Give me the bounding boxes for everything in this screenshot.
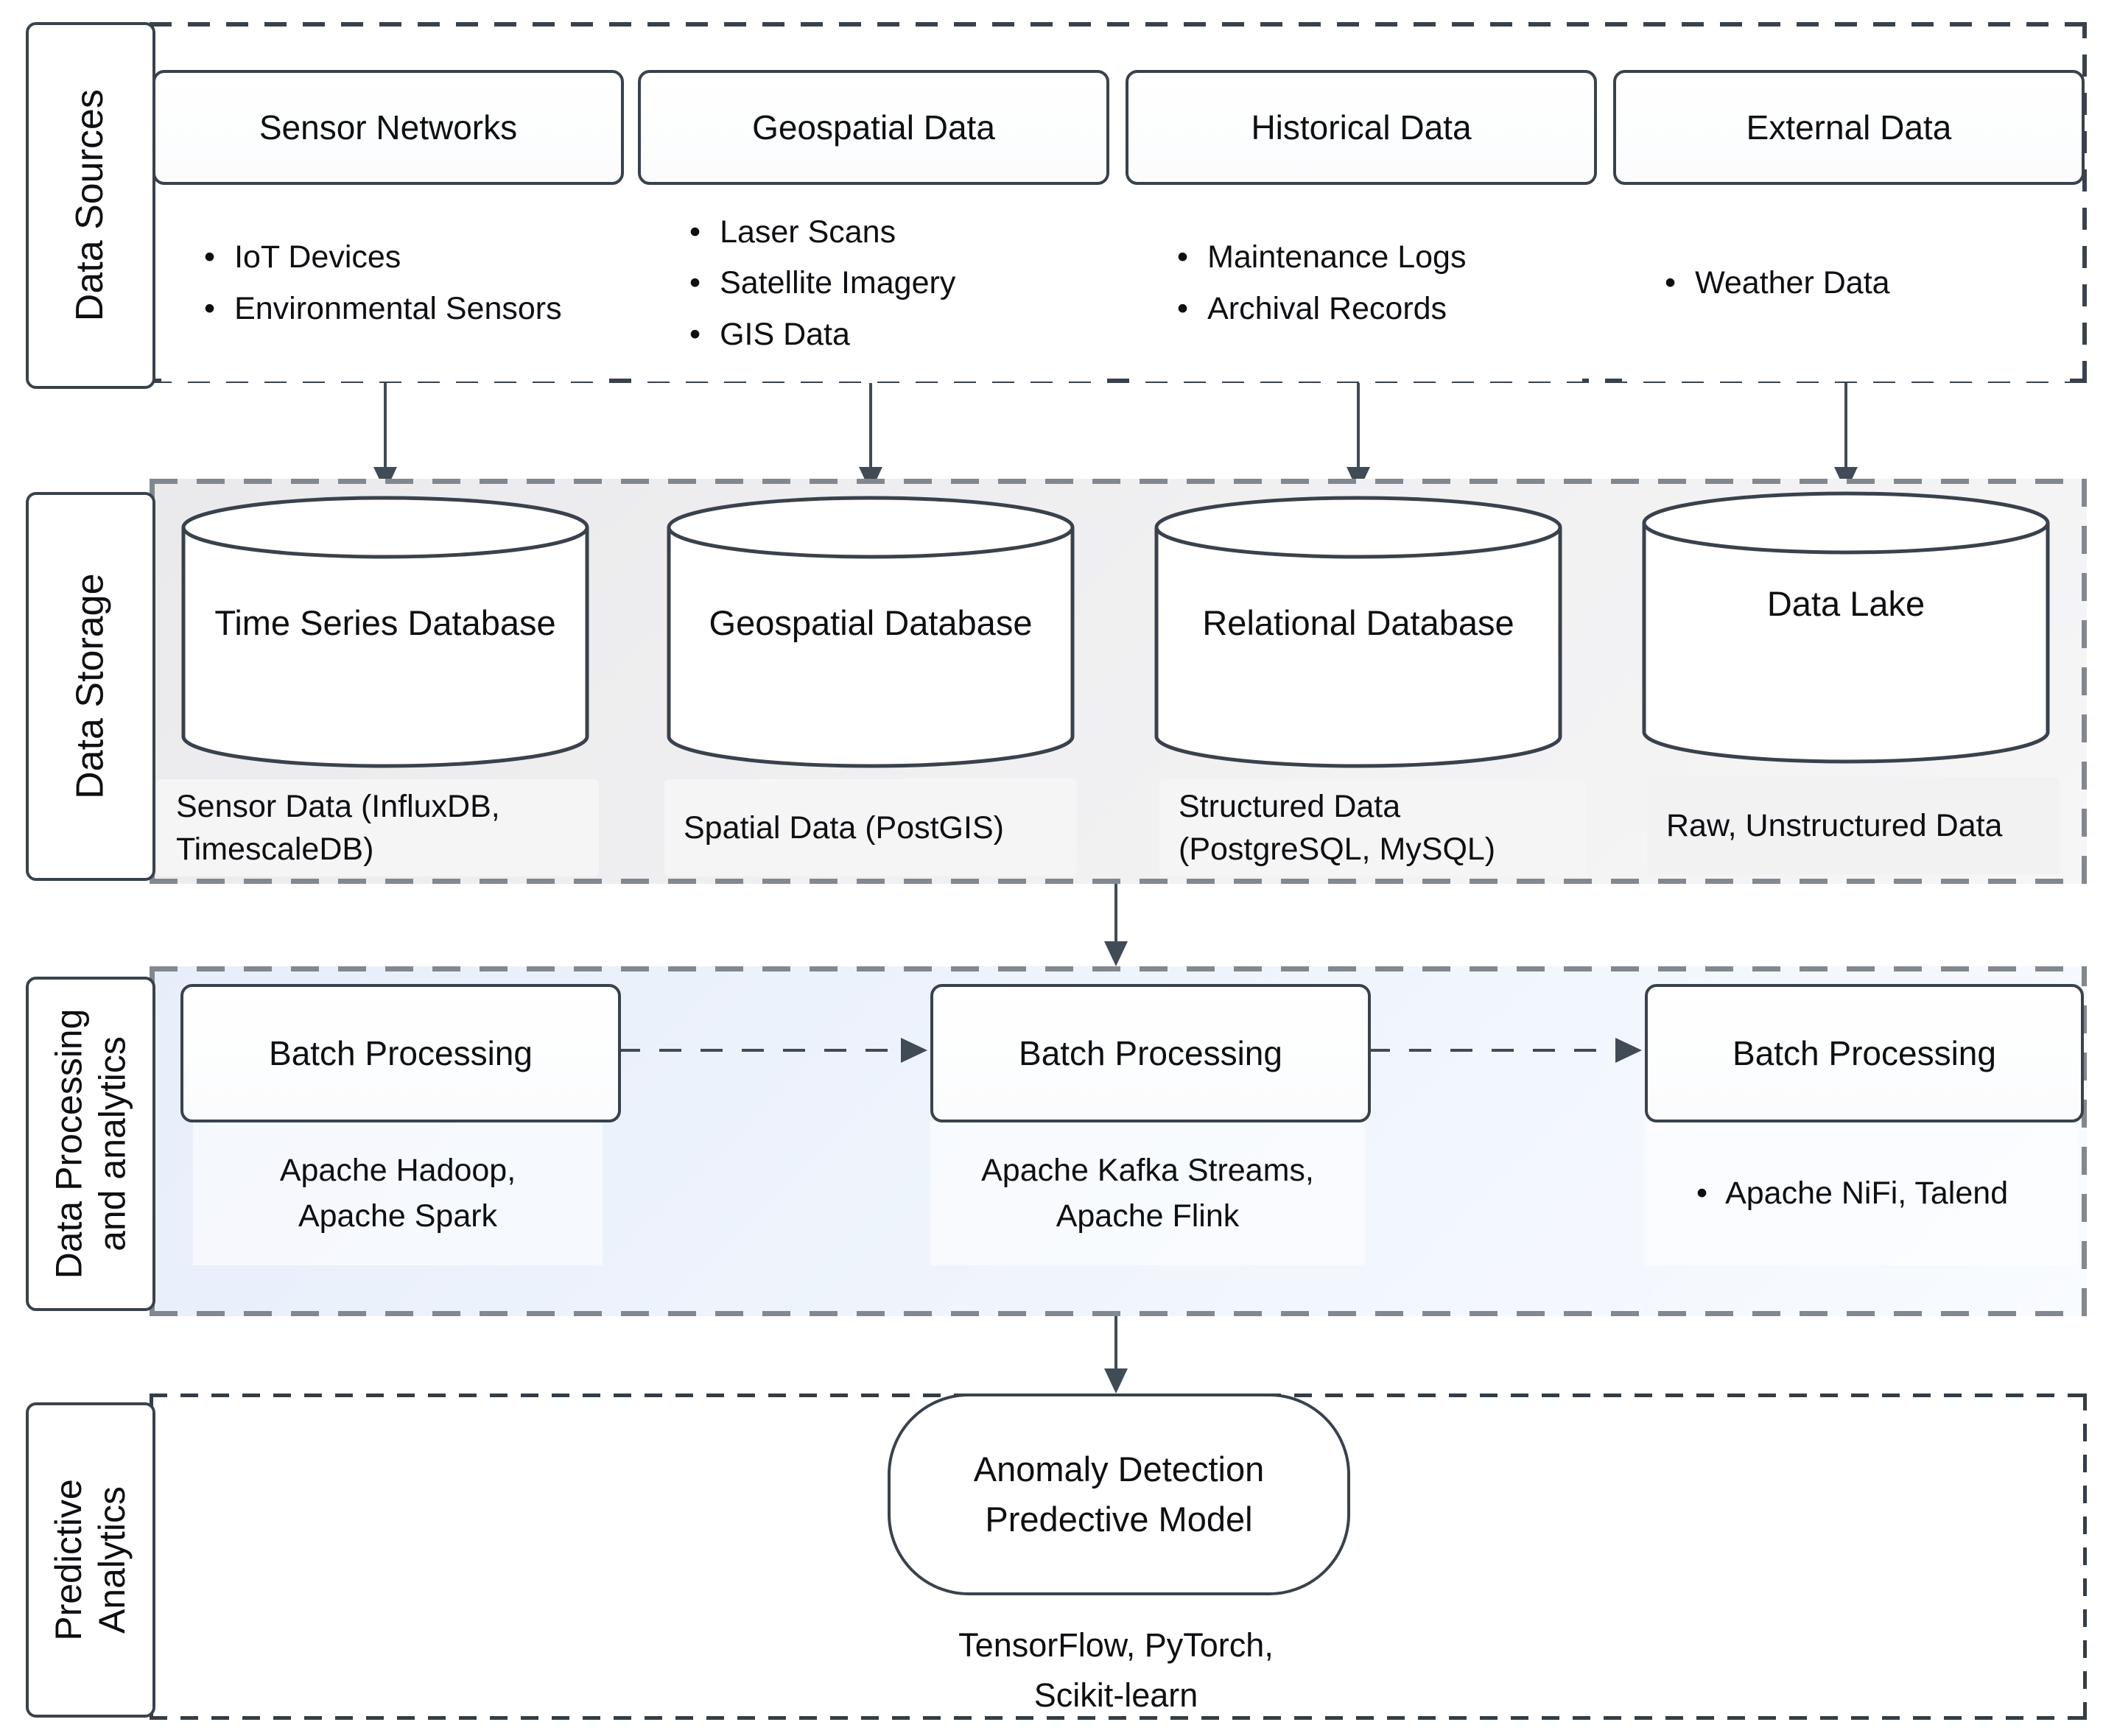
tool-line: Apache NiFi, Talend bbox=[1696, 1170, 2008, 1216]
processing-header-label: Batch Processing bbox=[1732, 1034, 1996, 1072]
arrow-shaft bbox=[618, 1049, 901, 1052]
processing-tools-batch-3: Apache NiFi, Talend bbox=[1645, 1121, 2078, 1265]
arrow-batch1-to-batch2 bbox=[618, 1037, 927, 1064]
store-caption-time-series: Sensor Data (InfluxDB, TimescaleDB) bbox=[157, 779, 599, 876]
row-label-text: Data Storage bbox=[68, 574, 113, 799]
processing-header-batch-1: Batch Processing bbox=[180, 984, 621, 1122]
processing-tools-batch-2: Apache Kafka Streams, Apache Flink bbox=[930, 1121, 1365, 1265]
tool-line: Apache Flink bbox=[1056, 1198, 1240, 1234]
tool-line: Scikit-learn bbox=[1033, 1676, 1198, 1714]
row-label-text: Data Processing and analytics bbox=[47, 1009, 134, 1279]
database-cylinder-icon bbox=[181, 496, 589, 768]
source-list-historical-data: Maintenance Logs Archival Records bbox=[1134, 186, 1582, 382]
store-name: Geospatial Database bbox=[709, 603, 1033, 642]
arrow-shaft bbox=[384, 383, 387, 468]
source-header-label: External Data bbox=[1746, 108, 1952, 147]
store-caption-relational: Structured Data (PostgreSQL, MySQL) bbox=[1159, 779, 1587, 876]
database-cylinder-icon bbox=[1154, 496, 1562, 768]
predictive-tools-text: TensorFlow, PyTorch, Scikit-learn bbox=[895, 1620, 1337, 1720]
processing-header-batch-3: Batch Processing bbox=[1645, 984, 2084, 1122]
source-header-sensor-networks: Sensor Networks bbox=[152, 70, 624, 185]
store-caption-data-lake: Raw, Unstructured Data bbox=[1647, 777, 2060, 874]
list-item: GIS Data bbox=[689, 309, 1095, 361]
processing-header-batch-2: Batch Processing bbox=[930, 984, 1371, 1122]
list-item: Environmental Sensors bbox=[204, 284, 609, 335]
store-name: Data Lake bbox=[1766, 584, 1925, 623]
store-caption-text: Spatial Data (PostGIS) bbox=[684, 809, 1004, 846]
source-header-historical-data: Historical Data bbox=[1126, 70, 1597, 185]
arrow-batch2-to-batch3 bbox=[1368, 1037, 1642, 1064]
tool-line: Apache Kafka Streams, bbox=[981, 1152, 1314, 1188]
source-header-label: Sensor Networks bbox=[259, 108, 518, 147]
processing-tools-batch-1: Apache Hadoop, Apache Spark bbox=[193, 1121, 603, 1265]
list-item: Maintenance Logs bbox=[1177, 232, 1582, 284]
arrow-shaft bbox=[1114, 1316, 1117, 1370]
list-item: Archival Records bbox=[1177, 284, 1582, 335]
tool-line: TensorFlow, PyTorch, bbox=[958, 1626, 1274, 1664]
arrow-processing-to-predictive bbox=[1103, 1316, 1128, 1394]
row-label-data-storage: Data Storage bbox=[26, 492, 155, 881]
source-header-geospatial-data: Geospatial Data bbox=[638, 70, 1109, 185]
arrow-head-icon bbox=[901, 1038, 927, 1063]
row-label-line: Data Sources bbox=[69, 89, 112, 322]
arrow-shaft bbox=[1114, 884, 1117, 943]
row-label-line: and analytics bbox=[91, 1036, 133, 1251]
list-item: Weather Data bbox=[1665, 258, 2070, 309]
row-label-data-processing: Data Processing and analytics bbox=[26, 977, 155, 1311]
row-label-text: Predictive Analytics bbox=[47, 1479, 134, 1641]
store-name: Relational Database bbox=[1202, 603, 1514, 642]
row-label-line: Predictive bbox=[48, 1479, 89, 1641]
processing-header-label: Batch Processing bbox=[1019, 1034, 1282, 1072]
store-caption-text: Raw, Unstructured Data bbox=[1666, 807, 2003, 843]
processing-header-label: Batch Processing bbox=[269, 1034, 533, 1072]
tool-line: Apache Hadoop, bbox=[279, 1152, 516, 1188]
arrow-head-icon bbox=[1615, 1038, 1642, 1063]
row-label-text: Data Sources bbox=[68, 89, 113, 321]
database-cylinder-icon bbox=[667, 496, 1075, 768]
arrow-shaft bbox=[869, 383, 872, 468]
cylinder-data-lake: Data Lake bbox=[1640, 488, 2052, 767]
arrow-storage-to-processing bbox=[1103, 884, 1128, 966]
arrow-geospatial-to-geodb bbox=[858, 383, 883, 492]
arrow-external-to-datalake bbox=[1833, 383, 1858, 492]
source-list-geospatial-data: Laser Scans Satellite Imagery GIS Data bbox=[647, 186, 1095, 382]
row-label-data-sources: Data Sources bbox=[26, 22, 155, 389]
source-list-external-data: Weather Data bbox=[1622, 186, 2070, 382]
list-item: Satellite Imagery bbox=[689, 258, 1095, 309]
model-line: Predective Model bbox=[985, 1500, 1253, 1539]
arrow-sensor-to-timeseries bbox=[373, 383, 398, 492]
arrow-shaft bbox=[1357, 383, 1360, 468]
list-item: Laser Scans bbox=[689, 207, 1095, 259]
arrow-shaft bbox=[1844, 383, 1847, 468]
row-label-line: Data Processing bbox=[48, 1008, 90, 1279]
list-item: IoT Devices bbox=[204, 232, 609, 284]
store-caption-geospatial: Spatial Data (PostGIS) bbox=[664, 779, 1077, 876]
source-header-label: Historical Data bbox=[1251, 108, 1472, 147]
store-caption-text: Sensor Data (InfluxDB, TimescaleDB) bbox=[176, 788, 500, 867]
arrow-shaft bbox=[1368, 1049, 1615, 1052]
model-line: Anomaly Detection bbox=[973, 1449, 1265, 1489]
arrow-head-icon bbox=[1104, 941, 1128, 966]
source-list-sensor-networks: IoT Devices Environmental Sensors bbox=[161, 186, 609, 382]
source-header-external-data: External Data bbox=[1613, 70, 2085, 185]
store-caption-text: Structured Data (PostgreSQL, MySQL) bbox=[1179, 788, 1496, 867]
cylinder-time-series-database: Time Series Database bbox=[179, 492, 591, 772]
row-label-line: Data Storage bbox=[69, 573, 112, 800]
row-label-line: Analytics bbox=[91, 1486, 133, 1634]
cylinder-relational-database: Relational Database bbox=[1152, 492, 1565, 772]
arrow-historical-to-relational bbox=[1346, 383, 1371, 492]
store-name: Time Series Database bbox=[214, 603, 556, 642]
tool-line: Apache Spark bbox=[298, 1198, 498, 1234]
row-label-predictive-analytics: Predictive Analytics bbox=[26, 1402, 155, 1718]
source-header-label: Geospatial Data bbox=[752, 108, 995, 147]
anomaly-detection-model-box: Anomaly Detection Predective Model bbox=[888, 1394, 1350, 1595]
database-cylinder-icon bbox=[1642, 491, 2050, 764]
cylinder-geospatial-database: Geospatial Database bbox=[664, 492, 1077, 772]
arrow-head-icon bbox=[1104, 1368, 1128, 1394]
